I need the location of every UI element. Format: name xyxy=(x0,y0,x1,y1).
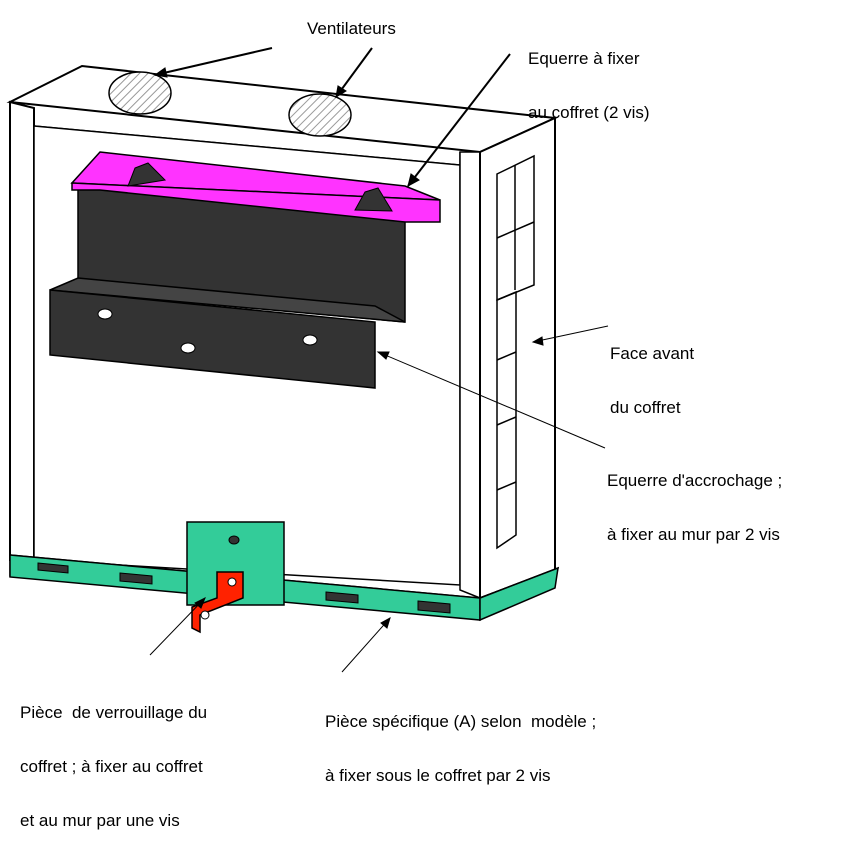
label-piece-verrouillage-line2: coffret ; à fixer au coffret xyxy=(20,757,203,776)
arrowhead-vent-left xyxy=(153,67,168,78)
arrowhead-face-avant xyxy=(531,336,544,346)
label-piece-verrouillage-line3: et au mur par une vis xyxy=(20,811,180,830)
label-equerre-accrochage: Equerre d'accrochage ; à fixer au mur pa… xyxy=(607,436,782,562)
label-piece-specifique-line1: Pièce spécifique (A) selon modèle ; xyxy=(325,712,597,731)
leader-verrouillage xyxy=(149,597,206,656)
enclosure-diagram xyxy=(6,47,609,673)
leader-equerre-accrochage xyxy=(377,351,606,449)
fixing-bracket-tab-right xyxy=(354,187,393,212)
label-piece-verrouillage: Pièce de verrouillage du coffret ; à fix… xyxy=(20,668,207,848)
leader-piece-specifique xyxy=(341,617,391,673)
lock-piece-hole-2 xyxy=(200,610,210,620)
fan-left xyxy=(108,71,172,115)
lock-piece-hole-1 xyxy=(227,577,237,587)
arrowhead-equerre-coffret xyxy=(407,173,420,187)
enclosure-front-face xyxy=(479,116,556,600)
base-plate-slots xyxy=(37,562,451,614)
front-face-window-grid xyxy=(496,154,535,550)
label-piece-specifique-line2: à fixer sous le coffret par 2 vis xyxy=(325,766,551,785)
locking-plate-hole xyxy=(228,535,240,545)
fan-right xyxy=(288,93,352,137)
base-plate-side xyxy=(479,566,559,622)
arrowhead-verrouillage xyxy=(194,596,206,609)
label-equerre-coffret-line2: au coffret (2 vis) xyxy=(528,103,650,122)
label-equerre-accrochage-line2: à fixer au mur par 2 vis xyxy=(607,525,780,544)
label-face-avant: Face avant du coffret xyxy=(610,309,694,435)
label-piece-verrouillage-line1: Pièce de verrouillage du xyxy=(20,703,208,722)
leader-ventilateurs-left xyxy=(154,47,273,76)
hanging-bracket-flange xyxy=(49,277,406,323)
bracket-hole-2 xyxy=(180,342,196,354)
label-face-avant-line2: du coffret xyxy=(610,398,681,417)
hanging-bracket-front xyxy=(49,289,376,389)
label-equerre-coffret-line1: Equerre à fixer xyxy=(528,49,640,68)
label-equerre-coffret: Equerre à fixer au coffret (2 vis) xyxy=(528,14,650,140)
arrowhead-equerre-accrochage xyxy=(376,351,390,360)
enclosure-left-edge xyxy=(9,100,35,561)
lock-piece xyxy=(191,571,244,634)
label-piece-specifique: Pièce spécifique (A) selon modèle ; à fi… xyxy=(325,677,596,803)
label-face-avant-line1: Face avant xyxy=(610,344,695,363)
label-equerre-accrochage-line1: Equerre d'accrochage ; xyxy=(607,471,783,490)
bracket-hole-1 xyxy=(97,308,113,320)
diagram-stage: Ventilateurs Equerre à fixer au coffret … xyxy=(6,14,782,830)
arrowhead-piece-specifique xyxy=(380,616,391,629)
bracket-hole-3 xyxy=(302,334,318,346)
leader-lines xyxy=(149,47,609,673)
leader-face-avant xyxy=(532,325,609,343)
fixing-bracket-lip xyxy=(71,182,441,223)
label-ventilateurs: Ventilateurs xyxy=(307,19,396,38)
enclosure-right-edge xyxy=(459,151,481,600)
arrowhead-vent-right xyxy=(335,85,347,98)
fixing-bracket-tab-left xyxy=(127,162,167,187)
leader-equerre-coffret xyxy=(407,53,511,187)
